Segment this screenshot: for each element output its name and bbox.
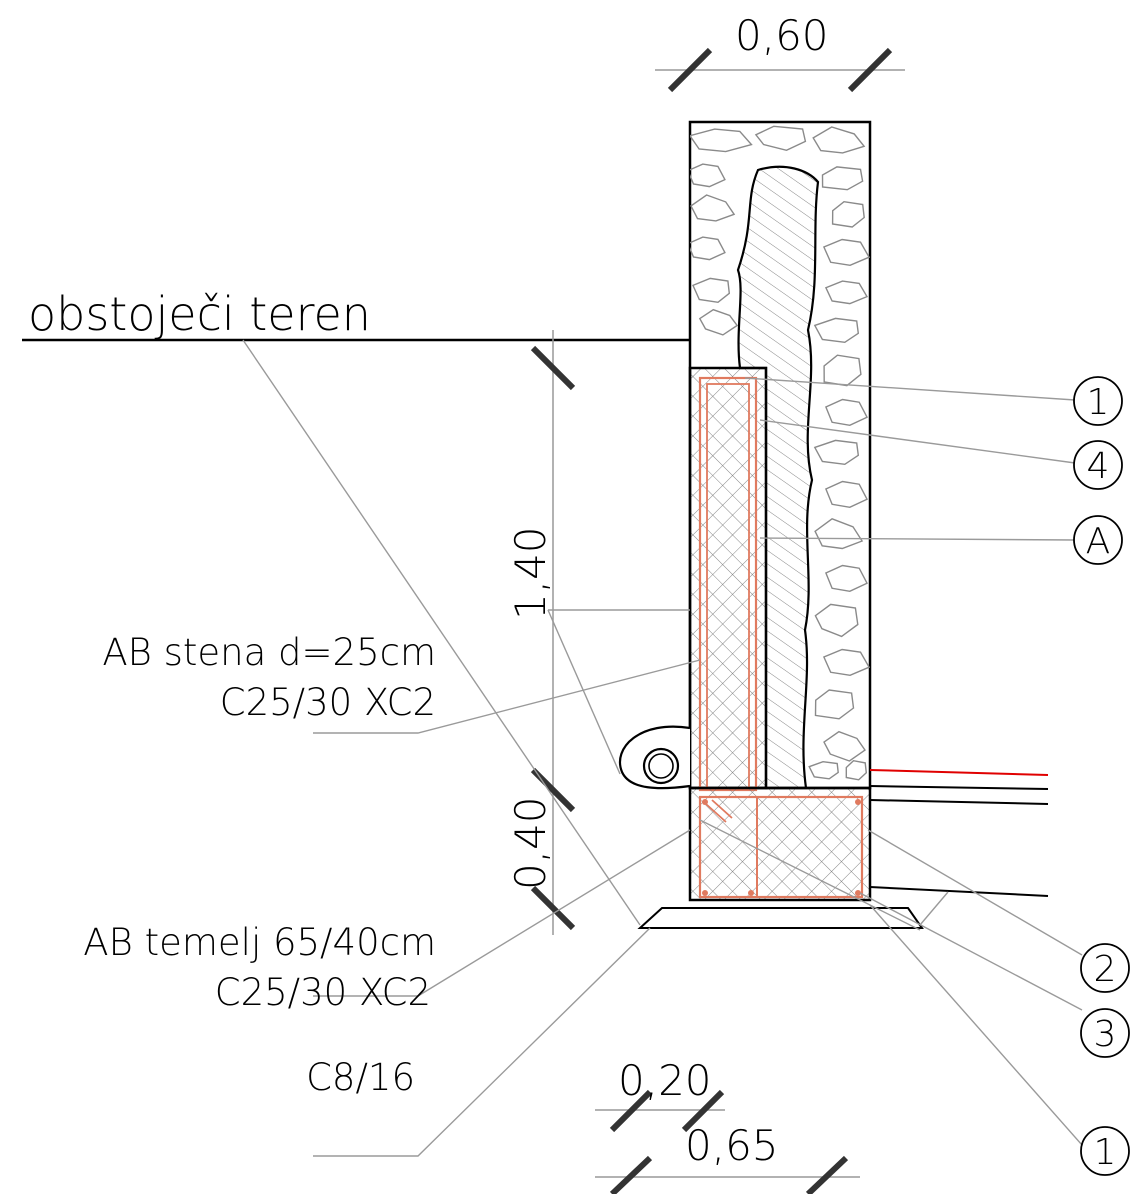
- stone-shape: [824, 480, 868, 509]
- marker-a: A: [1073, 515, 1123, 565]
- label-foundation-line2: C25/30 XC2: [215, 971, 431, 1014]
- stone-shape: [822, 648, 870, 677]
- stone-shape: [831, 200, 865, 228]
- marker-1-bottom: 1: [1080, 1126, 1130, 1176]
- marker-4: 4: [1073, 440, 1123, 490]
- dimension-vertical: 1,40 0,40: [506, 330, 576, 935]
- dim-top-width-text: 0,60: [735, 11, 829, 60]
- dim-wall-thickness-text: 0,20: [618, 1056, 712, 1105]
- dimension-top-width: 0,60: [655, 11, 905, 93]
- stone-shape: [814, 603, 859, 638]
- stone-shape: [823, 354, 862, 387]
- marker-3: 3: [1080, 1008, 1130, 1058]
- dim-foundation-height-text: 0,40: [506, 796, 555, 890]
- svg-text:1: 1: [1094, 1132, 1117, 1173]
- lean-concrete-base: [637, 907, 924, 929]
- stone-shape: [813, 317, 860, 344]
- stone-shape: [822, 238, 870, 267]
- right-layers: [869, 769, 1049, 897]
- stone-shape: [824, 564, 868, 593]
- left-labels: AB stena d=25cm C25/30 XC2 AB temelj 65/…: [83, 631, 436, 1099]
- stone-shape: [690, 194, 736, 222]
- stone-shape: [814, 689, 855, 720]
- stone-shape: [814, 518, 864, 550]
- marker-2: 2: [1080, 943, 1130, 993]
- stone-shape: [690, 163, 726, 188]
- concrete-foundation: [688, 786, 872, 902]
- stone-shape: [690, 128, 753, 153]
- stone-shape: [808, 760, 839, 780]
- stone-shape: [698, 308, 739, 336]
- stone-shape: [754, 125, 807, 152]
- terrain: obstoječi teren: [22, 287, 690, 342]
- label-wall-line1: AB stena d=25cm: [102, 631, 436, 674]
- stone-shape: [813, 439, 860, 466]
- stone-shape: [845, 759, 868, 781]
- label-foundation-line1: AB temelj 65/40cm: [83, 921, 436, 964]
- rock-body-hatched: [736, 165, 820, 790]
- stone-shape: [824, 398, 868, 427]
- stone-shape: [812, 126, 866, 154]
- svg-text:4: 4: [1087, 446, 1110, 487]
- marker-1-top: 1: [1073, 376, 1123, 426]
- markers: 1 4 A 2 3 1: [1073, 376, 1130, 1176]
- concrete-wall: [688, 366, 768, 792]
- dim-foundation-width-text: 0,65: [685, 1121, 779, 1170]
- svg-text:3: 3: [1094, 1014, 1117, 1055]
- svg-text:2: 2: [1094, 949, 1117, 990]
- svg-text:A: A: [1086, 521, 1111, 562]
- dim-wall-height-text: 1,40: [506, 526, 555, 620]
- label-lean-concrete: C8/16: [306, 1056, 415, 1099]
- leader-lines: [242, 339, 1083, 1157]
- svg-text:1: 1: [1087, 382, 1110, 423]
- stone-shape: [821, 166, 864, 191]
- terrain-label: obstoječi teren: [28, 287, 371, 341]
- stone-shape: [690, 236, 726, 261]
- stone-shape: [824, 280, 869, 305]
- stone-shape: [823, 730, 866, 762]
- stone-shape: [692, 277, 731, 304]
- dimension-bottom: 0,20 0,65: [595, 1056, 860, 1194]
- label-wall-line2: C25/30 XC2: [220, 681, 436, 724]
- drainage-pipe: [619, 725, 691, 790]
